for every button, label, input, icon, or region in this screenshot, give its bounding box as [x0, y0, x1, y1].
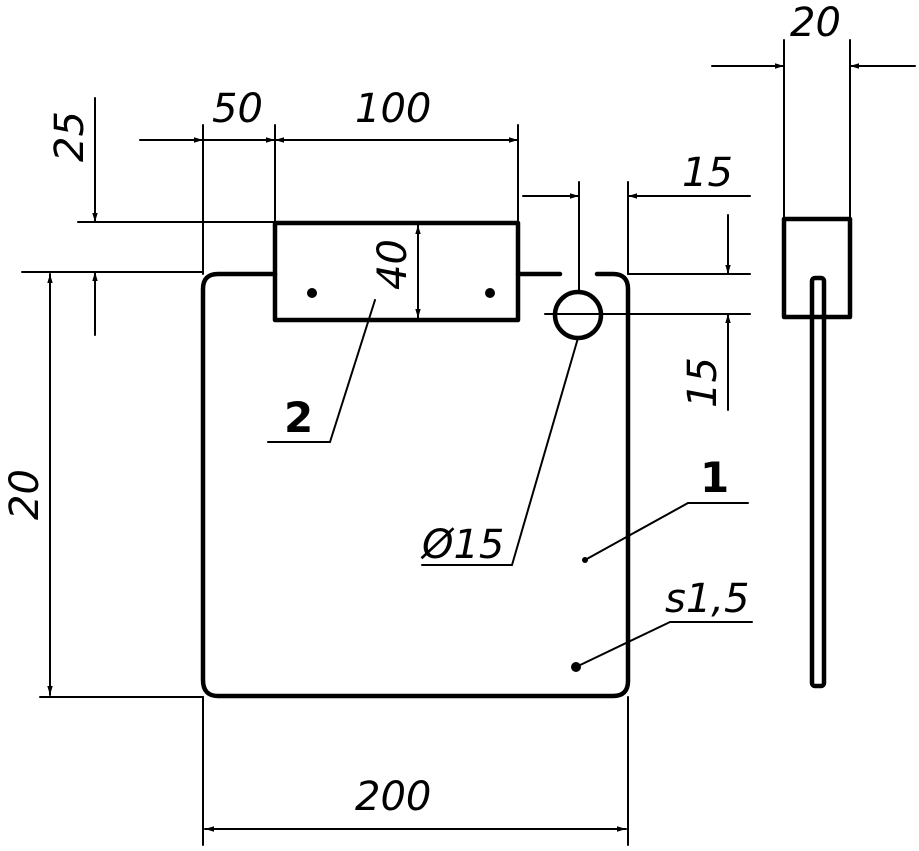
dim-label-15-right: 15	[680, 357, 726, 408]
dim-label-20-side: 20	[790, 0, 841, 46]
leader-part-2	[329, 299, 376, 443]
hole-diameter-label: Ø15	[420, 522, 504, 568]
dim-label-25: 25	[47, 111, 93, 162]
side-view-clip	[781, 216, 853, 320]
dim-label-100: 100	[355, 86, 431, 132]
leader-part-1	[584, 502, 689, 561]
callout-part-2: 2	[284, 393, 313, 442]
rivet-hole-right	[485, 288, 495, 298]
dim-label-200: 200	[355, 774, 431, 820]
plate-outline	[200, 271, 631, 699]
dim-label-20-left: 20	[2, 469, 48, 520]
thickness-label: s1,5	[665, 576, 749, 622]
leader-hole	[511, 337, 579, 566]
bracket-part-2	[272, 220, 521, 323]
callout-part-1: 1	[700, 453, 729, 502]
dim-label-15-top: 15	[682, 150, 733, 196]
dim-label-50: 50	[212, 86, 263, 132]
side-view-plate	[809, 275, 827, 689]
dim-label-40: 40	[370, 239, 416, 290]
rivet-hole-left	[307, 288, 317, 298]
leader-thickness	[575, 621, 671, 668]
